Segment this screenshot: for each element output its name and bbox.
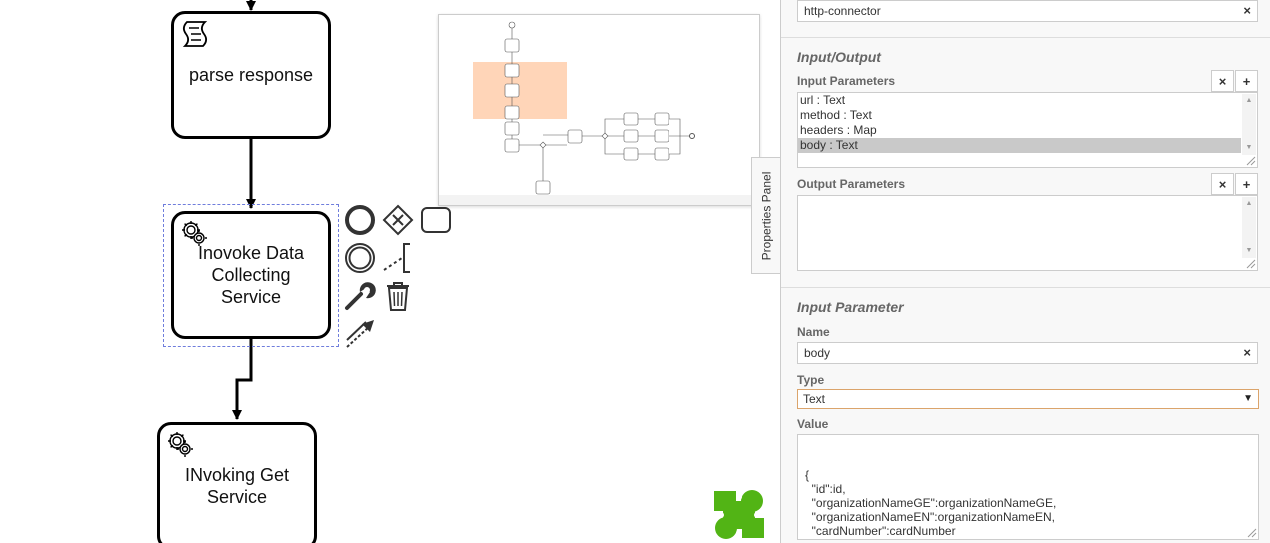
name-label: Name	[797, 325, 830, 339]
properties-panel-tab-label: Properties Panel	[759, 171, 774, 260]
input-param-option[interactable]: body : Text	[798, 138, 1241, 153]
param-type-select[interactable]: Text ▼	[797, 389, 1259, 409]
sequence-flow-2	[232, 339, 253, 420]
input-parameters-label: Input Parameters	[797, 74, 896, 88]
task-label: parse response	[188, 65, 314, 85]
task-invoke-data-collecting[interactable]: Inovoke Data Collecting Service	[171, 211, 331, 339]
delete-trash-icon[interactable]	[382, 280, 414, 312]
output-parameters-list[interactable]: ▲ ▼	[797, 195, 1258, 271]
scroll-up-icon[interactable]: ▲	[1245, 200, 1253, 207]
input-parameter-section-title: Input Parameter	[797, 299, 904, 315]
scroll-down-icon[interactable]: ▼	[1245, 144, 1253, 151]
param-value-text: { "id":id, "organizationNameGE":organiza…	[805, 468, 1057, 538]
selection-outline	[163, 204, 339, 347]
chevron-down-icon: ▼	[1243, 393, 1253, 404]
param-value-textarea[interactable]: { "id":id, "organizationNameGE":organiza…	[797, 434, 1259, 540]
task-invoking-get[interactable]: INvoking Get Service	[157, 422, 317, 543]
append-text-annotation-icon[interactable]	[382, 242, 414, 274]
task-label: INvoking Get Service	[184, 465, 290, 507]
scroll-up-icon[interactable]: ▲	[1245, 97, 1253, 104]
service-gear-icon	[182, 221, 207, 246]
io-section-title: Input/Output	[797, 49, 881, 65]
param-name-input[interactable]: body ×	[797, 342, 1258, 364]
append-intermediate-event-icon[interactable]	[344, 242, 376, 274]
scroll-down-icon[interactable]: ▼	[1245, 247, 1253, 254]
wrench-change-type-icon[interactable]	[344, 280, 376, 312]
task-label: Inovoke Data Collecting Service	[197, 243, 305, 307]
input-param-option[interactable]: headers : Map	[800, 123, 877, 137]
connect-arrow-icon[interactable]	[344, 318, 376, 350]
remove-input-param-button[interactable]: ×	[1211, 70, 1234, 92]
remove-output-param-button[interactable]: ×	[1211, 173, 1234, 195]
diagram-canvas[interactable]: parse response Inovoke Data Collecting S…	[0, 0, 780, 543]
script-icon	[182, 21, 208, 47]
param-type-value: Text	[803, 392, 826, 406]
append-gateway-icon[interactable]	[382, 204, 414, 236]
output-parameters-label: Output Parameters	[797, 177, 906, 191]
minimap[interactable]	[438, 14, 760, 206]
add-input-param-button[interactable]: +	[1235, 70, 1258, 92]
camunda-logo-icon[interactable]	[713, 489, 765, 541]
input-list-scrollbar[interactable]: ▲ ▼	[1242, 94, 1256, 155]
clear-name-icon[interactable]: ×	[1243, 345, 1251, 360]
resize-grip-icon[interactable]	[1244, 154, 1256, 166]
add-output-param-button[interactable]: +	[1235, 173, 1258, 195]
resize-grip-icon[interactable]	[1245, 526, 1257, 538]
service-gear-icon	[168, 432, 193, 457]
param-name-value: body	[804, 346, 831, 360]
input-param-option[interactable]: method : Text	[800, 108, 872, 122]
minimap-diagram	[439, 21, 759, 205]
divider	[781, 37, 1270, 38]
task-parse-response[interactable]: parse response	[171, 11, 331, 139]
resize-grip-icon[interactable]	[1244, 257, 1256, 269]
connections-layer	[232, 0, 256, 420]
clear-connector-icon[interactable]: ×	[1243, 3, 1251, 18]
minimap-viewport[interactable]	[473, 62, 567, 119]
divider	[781, 287, 1270, 288]
connector-id-value: http-connector	[804, 4, 881, 18]
type-label: Type	[797, 373, 825, 387]
input-param-option[interactable]: url : Text	[800, 93, 846, 107]
append-end-event-icon[interactable]	[344, 204, 376, 236]
append-task-icon[interactable]	[420, 204, 452, 236]
properties-panel-toggle[interactable]: Properties Panel	[751, 157, 781, 274]
connector-id-input[interactable]: http-connector ×	[797, 0, 1258, 22]
properties-panel: http-connector × Input/Output Input Para…	[780, 0, 1270, 543]
output-list-scrollbar[interactable]: ▲ ▼	[1242, 197, 1256, 258]
value-label: Value	[797, 417, 829, 431]
